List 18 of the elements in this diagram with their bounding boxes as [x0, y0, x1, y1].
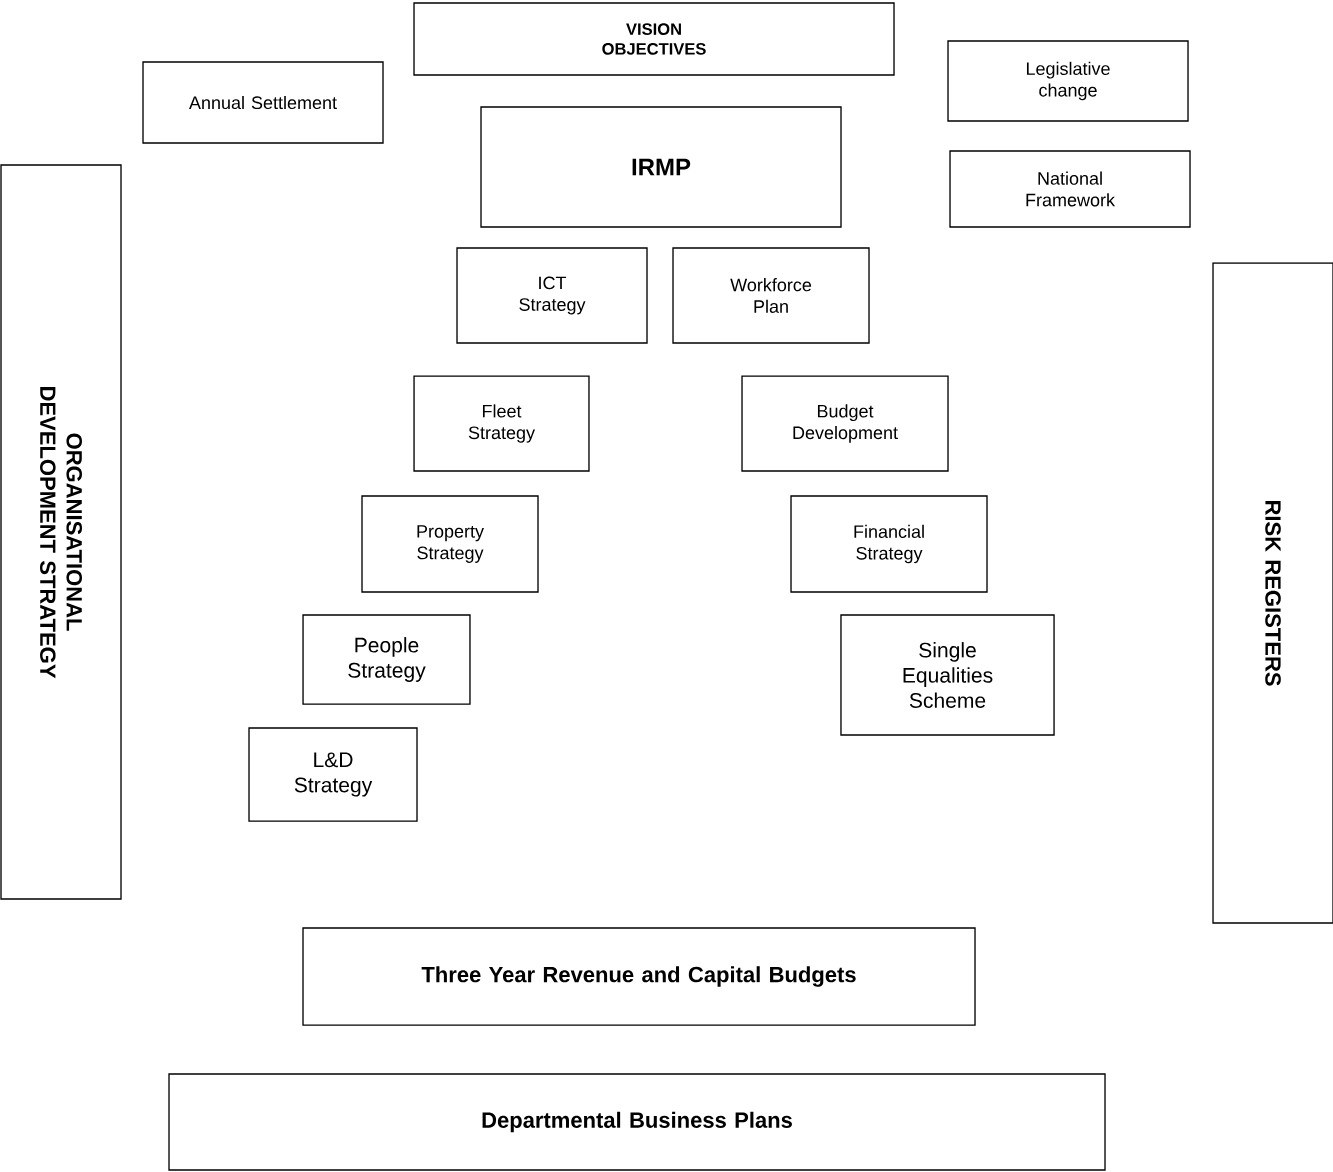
text-box: Fleet Strategy	[413, 375, 590, 472]
text-box: People Strategy	[302, 614, 471, 705]
text-box: Budget Development	[741, 375, 949, 472]
vertical-banner: ORGANISATIONAL DEVELOPMENT STRATEGY	[0, 164, 122, 900]
text-box: Property Strategy	[361, 495, 539, 593]
text-box: VISION OBJECTIVES	[413, 2, 895, 76]
text-box: IRMP	[480, 106, 842, 228]
text-box: ICT Strategy	[456, 247, 648, 344]
text-box: Three Year Revenue and Capital Budgets	[302, 927, 976, 1026]
text-box: Single Equalities Scheme	[840, 614, 1055, 736]
text-box: Financial Strategy	[790, 495, 988, 593]
text-box: National Framework	[949, 150, 1191, 228]
vertical-banner: RISK REGISTERS	[1212, 262, 1333, 924]
text-box: L&D Strategy	[248, 727, 418, 822]
text-box: Workforce Plan	[672, 247, 870, 344]
text-box: Departmental Business Plans	[168, 1073, 1106, 1171]
text-box: Legislative change	[947, 40, 1189, 122]
text-box: Annual Settlement	[142, 61, 384, 144]
